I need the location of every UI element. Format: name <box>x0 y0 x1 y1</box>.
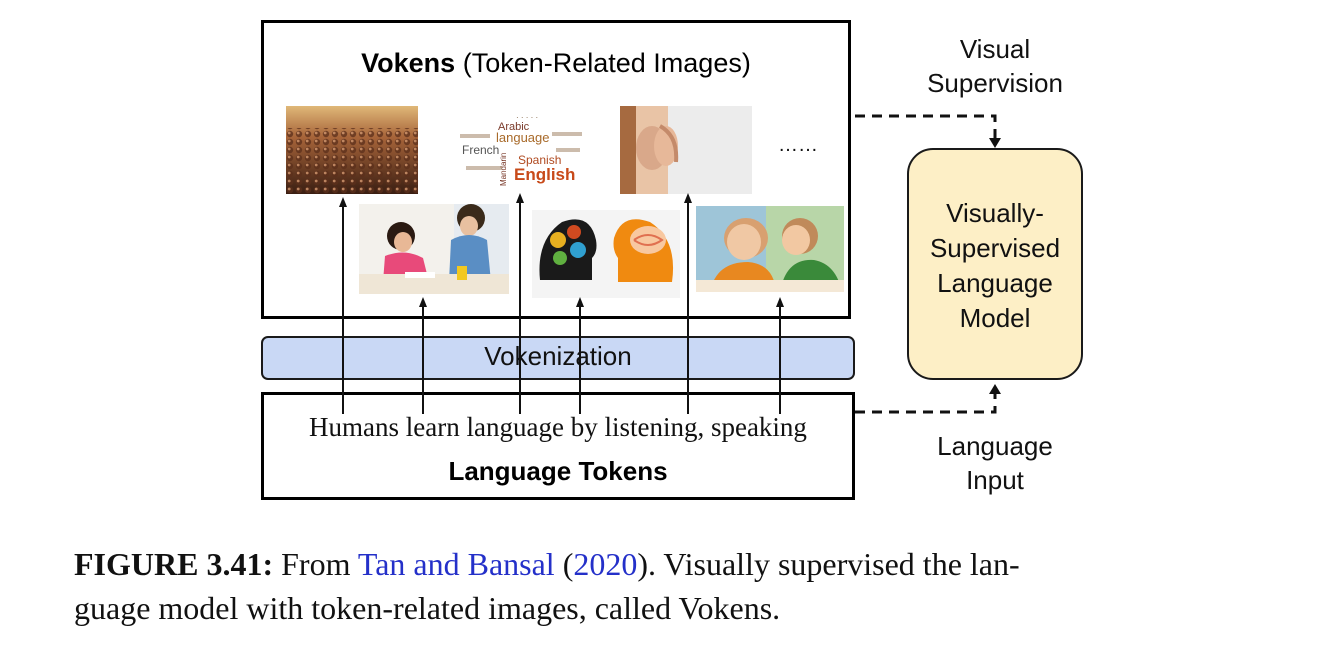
word-arabic: Arabic <box>498 121 530 133</box>
listening-ear-image <box>620 106 752 194</box>
ellipsis: …… <box>778 134 818 156</box>
children-whispering-image <box>696 206 844 292</box>
language-tokens-box <box>261 392 855 500</box>
svg-text:· · · · ·: · · · · · <box>516 113 538 122</box>
visually-supervised-language-model-box <box>907 148 1083 380</box>
visual-supervision-label: Visual Supervision <box>927 34 1063 98</box>
vslm-label: Visually- Supervised Language Model <box>929 198 1061 333</box>
vokenization-label: Vokenization <box>484 341 632 371</box>
word-language: language <box>496 130 550 145</box>
word-english: English <box>514 165 575 184</box>
citation-link-year[interactable]: 2020 <box>573 546 638 582</box>
brain-heads-image <box>532 210 680 298</box>
visual-supervision-connector <box>855 114 997 140</box>
figure-label: FIGURE 3.41: <box>74 546 274 582</box>
figure-caption: FIGURE 3.41: From Tan and Bansal (2020).… <box>74 546 1020 626</box>
token-sentence: Humans learn language by listening, spea… <box>309 412 807 442</box>
mother-daughter-image <box>359 204 509 294</box>
citation-link-authors[interactable]: Tan and Bansal <box>357 546 555 582</box>
word-spanish: Spanish <box>518 153 561 167</box>
language-word-cloud-image: · · · · · Arabic language French Spanish… <box>456 104 590 190</box>
language-tokens-label: Language Tokens <box>448 456 668 486</box>
word-french: French <box>462 143 499 157</box>
vokenization-bar <box>261 336 855 380</box>
vokens-title: Vokens (Token-Related Images) <box>361 48 751 78</box>
crowd-image <box>286 106 418 194</box>
word-mandarin: Mandarin <box>499 153 508 186</box>
language-input-label: Language Input <box>937 431 1053 495</box>
language-input-connector <box>855 392 997 414</box>
